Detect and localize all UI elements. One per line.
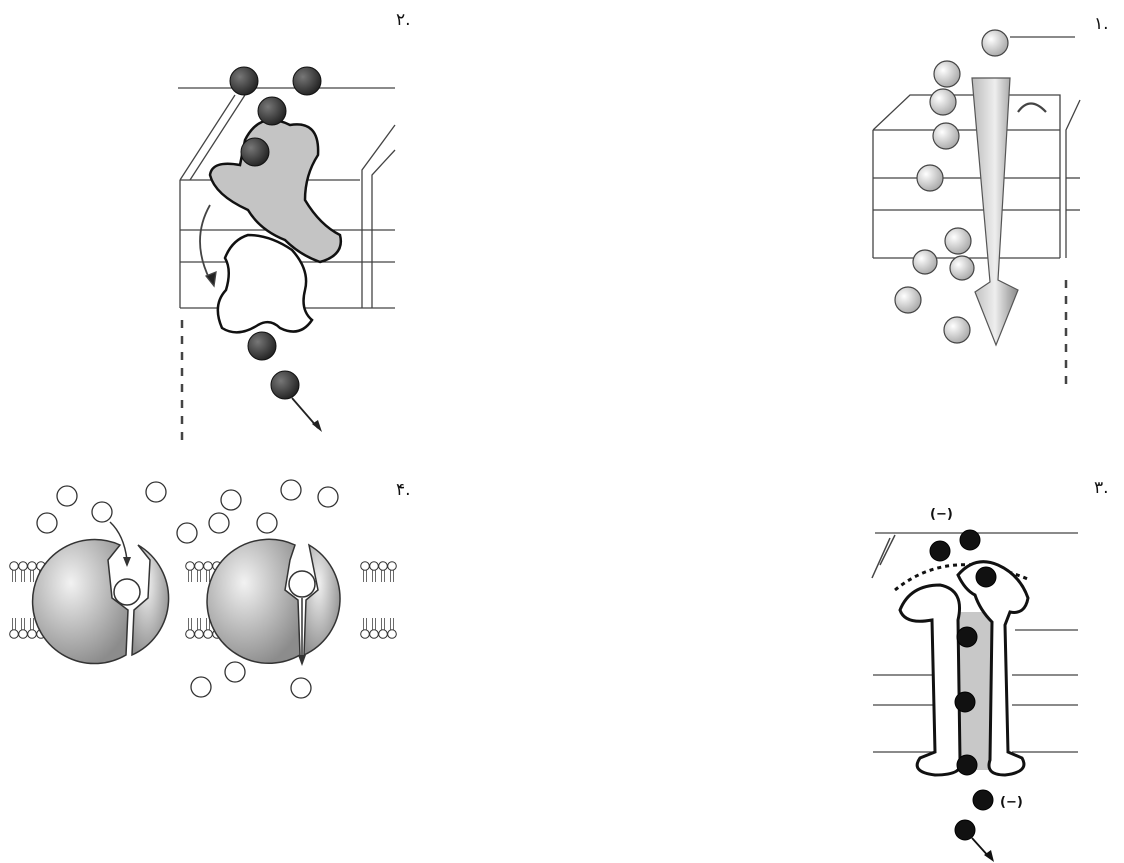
lipid-head [203,629,213,639]
charge-label-top: (−) [930,507,953,522]
lipid-head [369,561,379,571]
panel-2-label: .۲ [396,10,411,30]
lipid-head [27,629,37,639]
lipid-head [387,561,397,571]
lipid-head [378,629,388,639]
lipid-head [387,629,397,639]
lipid-head [360,629,370,639]
light-particles-1 [894,29,1009,344]
panel-2-carrier-protein [178,66,396,440]
lipid-head [378,561,388,571]
carrier-protein-bottom [216,233,314,334]
dark-particles-3 [929,529,997,841]
panel-1-label: .۱ [1094,14,1109,34]
protein-sphere-right [206,538,341,665]
lipid-head [185,629,195,639]
lipid-head [194,629,204,639]
protein-sphere-left [31,538,170,665]
panel-4-label: .۴ [396,480,411,500]
lipid-head [9,629,19,639]
lipid-head [203,561,213,571]
channel-right-wall [956,560,1030,777]
lipid-head [360,561,370,571]
panel-4-gated-channels [9,479,397,699]
channel-left-wall [898,583,963,777]
lipid-head [194,561,204,571]
lipid-head [27,561,37,571]
panel-3-label: .۳ [1094,478,1109,498]
down-arrow [971,77,1019,347]
panel-3-ion-channel: (−) (−) [871,507,1078,862]
panel-1-channel-diffusion [872,29,1081,385]
lipid-head [18,561,28,571]
lipid-head [18,629,28,639]
lipid-head [185,561,195,571]
lipid-head [9,561,19,571]
dark-particles-2 [229,66,322,400]
charge-label-bottom: (−) [1000,795,1023,810]
light-particles-4 [36,479,339,699]
lipid-head [369,629,379,639]
